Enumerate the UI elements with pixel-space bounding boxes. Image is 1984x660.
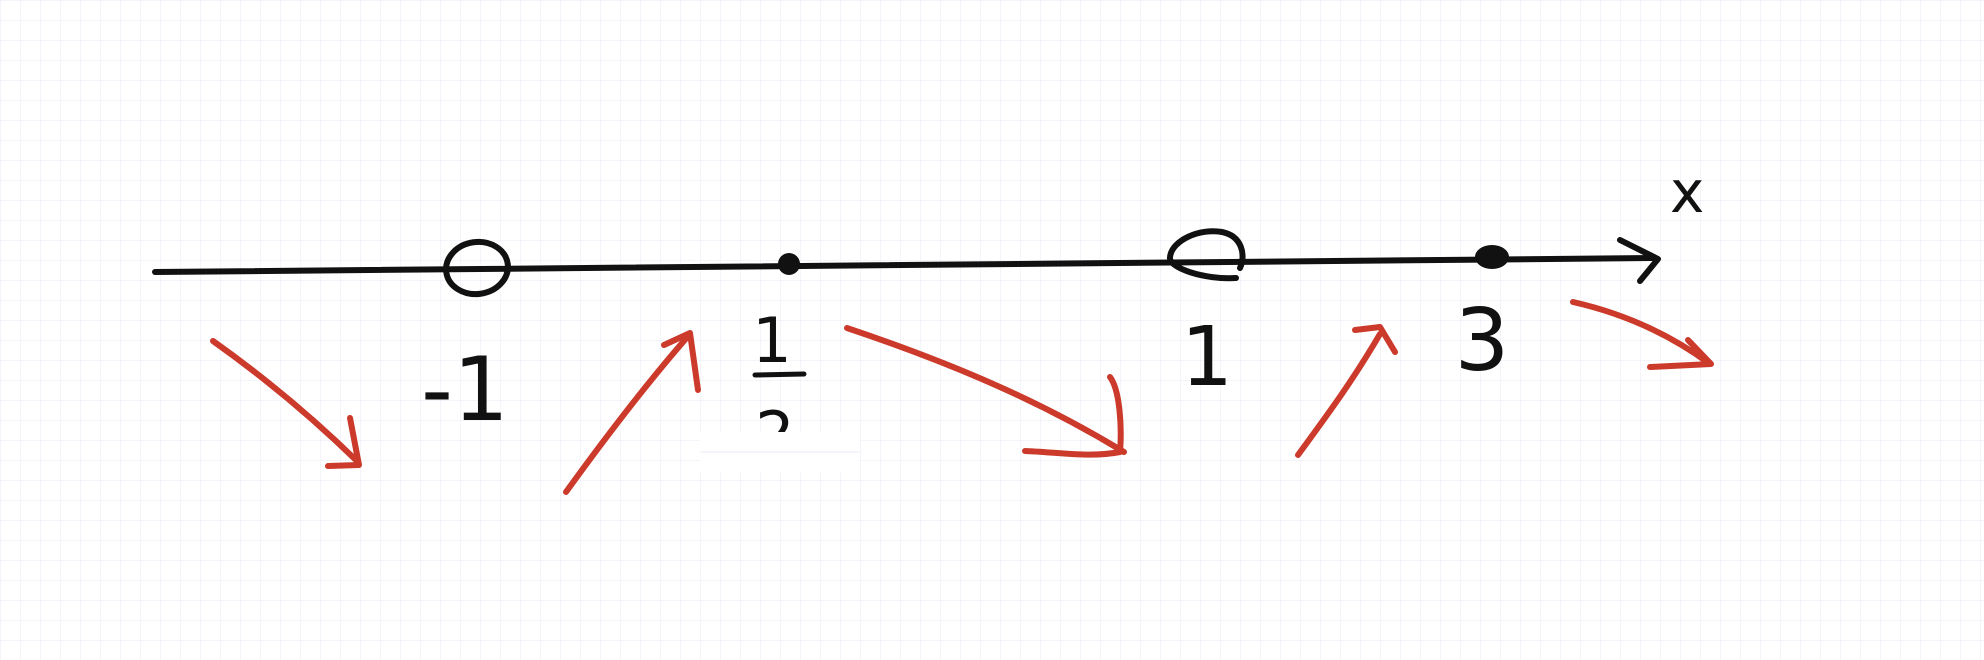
filled-dot-marker <box>778 253 800 275</box>
point-label-minus-1: -1 <box>421 338 509 441</box>
point-label-1: 1 <box>1181 310 1233 405</box>
arrow-decreasing-3 <box>1570 299 1714 370</box>
critical-point-minus-1: -1 <box>421 238 511 441</box>
critical-point-3: 3 <box>1455 245 1510 391</box>
arrow-increasing-2 <box>1295 324 1398 458</box>
filled-dot-marker <box>1475 245 1509 269</box>
arrow-decreasing-2 <box>844 325 1127 458</box>
critical-point-one-half: 1 2 <box>700 253 860 472</box>
axis-arrowhead <box>1617 237 1661 284</box>
axis-line <box>152 255 1658 275</box>
fraction-bar <box>752 371 807 378</box>
open-circle-marker <box>1167 228 1246 282</box>
axis-label-x: x <box>1670 158 1704 226</box>
arrow-decreasing-1 <box>210 338 362 469</box>
point-label-3: 3 <box>1455 291 1510 391</box>
arrow-increasing-1 <box>563 330 701 495</box>
open-circle-marker <box>443 238 511 298</box>
point-label-one-half-numerator: 1 <box>752 304 791 377</box>
number-line: x <box>152 158 1704 284</box>
critical-point-1: 1 <box>1167 228 1246 405</box>
trend-arrows <box>210 299 1714 495</box>
